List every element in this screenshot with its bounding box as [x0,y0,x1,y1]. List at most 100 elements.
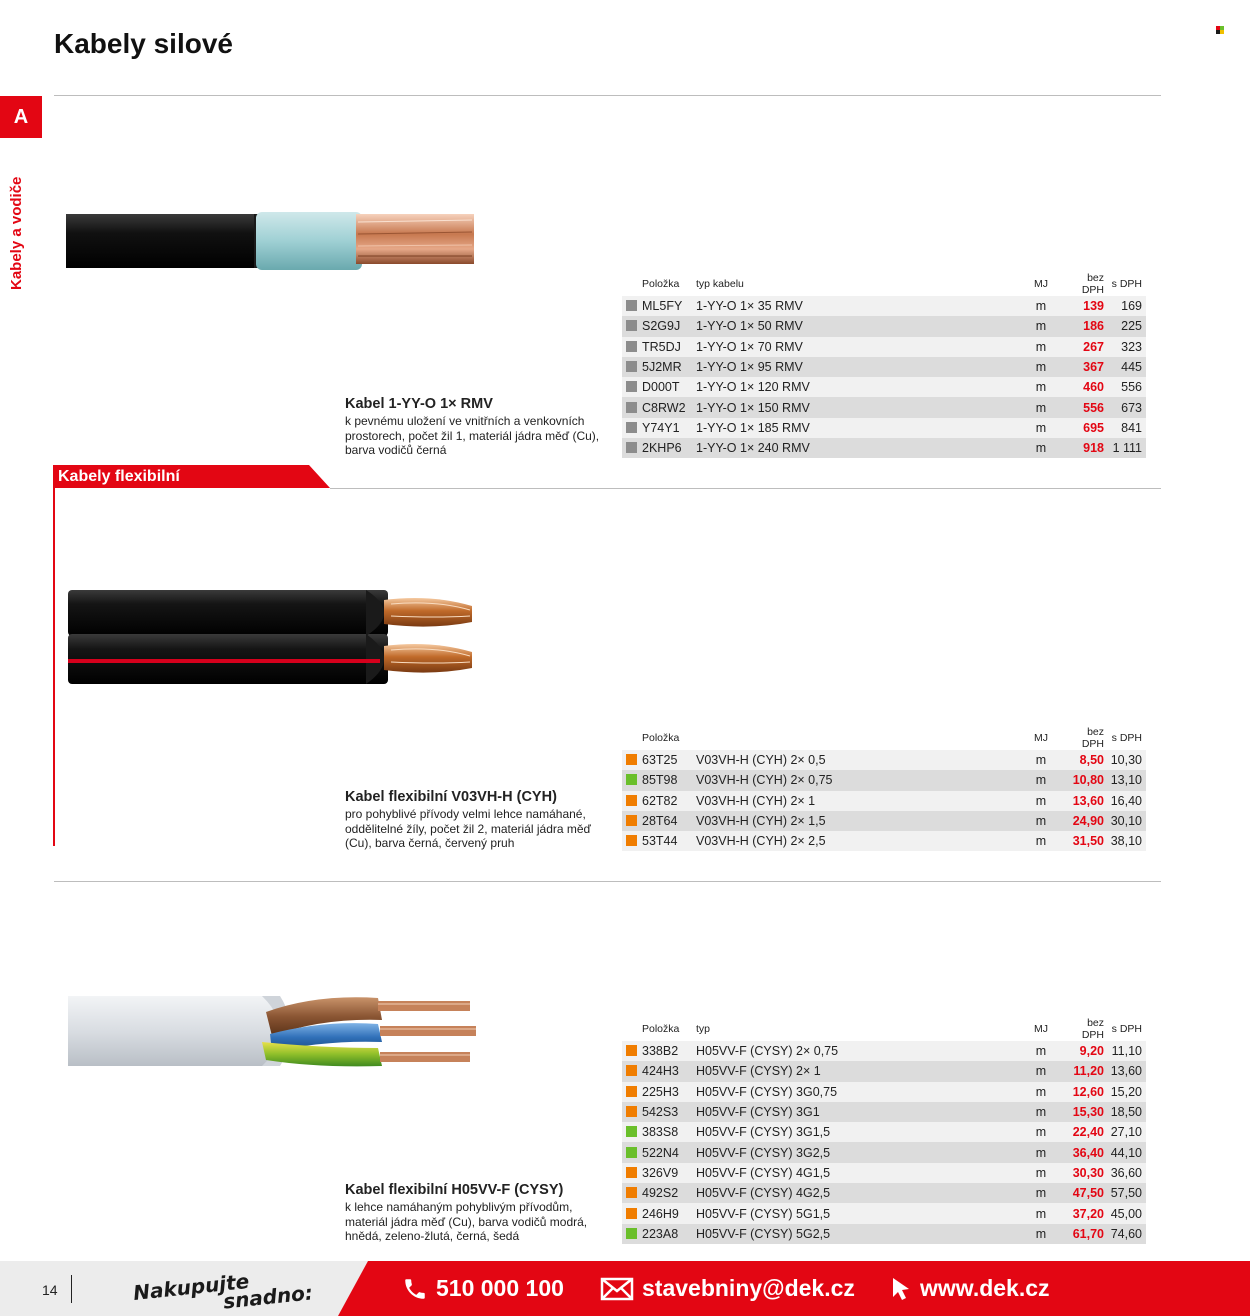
item-code: Y74Y1 [642,417,696,439]
cable-type: H05VV-F (CYSY) 3G1,5 [696,1122,1016,1143]
availability-swatch-icon [626,381,637,393]
item-code: 2KHP6 [642,438,696,459]
swatch-cell [622,356,642,378]
price-table-1yyo: Položka typ kabelu MJ bez DPH s DPH ML5F… [622,272,1146,459]
price-with-vat: 11,10 [1108,1041,1146,1062]
availability-swatch-icon [626,340,637,352]
unit: m [1016,1203,1066,1224]
item-code: 522N4 [642,1142,696,1163]
price-without-vat: 186 [1066,316,1108,337]
item-code: 225H3 [642,1081,696,1102]
col-header-s: s DPH [1111,1023,1142,1035]
col-header-bez: bez DPH [1081,1017,1104,1041]
price-without-vat: 61,70 [1066,1223,1108,1244]
cable-type: H05VV-F (CYSY) 3G0,75 [696,1081,1016,1102]
price-with-vat: 44,10 [1108,1142,1146,1163]
swatch-cell [622,790,642,811]
price-without-vat: 267 [1066,336,1108,357]
price-with-vat: 30,10 [1108,810,1146,832]
cable-type: 1-YY-O 1× 185 RMV [696,417,1016,439]
price-without-vat: 30,30 [1066,1162,1108,1184]
price-with-vat: 18,50 [1108,1101,1146,1123]
cable-cysy-image [68,996,476,1067]
swatch-cell [622,1041,642,1062]
swatch-cell [622,750,642,771]
availability-swatch-icon [626,835,637,847]
swatch-cell [622,316,642,337]
product-1yyo: Kabel 1-YY-O 1× RMV k pevnému uložení ve… [345,396,607,458]
item-code: 542S3 [642,1101,696,1123]
brand-logo-icon [1216,26,1225,34]
item-code: 223A8 [642,1223,696,1244]
cable-1yyo-image [66,212,474,270]
unit: m [1016,831,1066,852]
col-header-mj: MJ [1034,278,1048,290]
page-title: Kabely silové [54,28,233,59]
item-code: D000T [642,377,696,398]
item-code: 5J2MR [642,356,696,378]
availability-swatch-icon [626,361,637,373]
item-code: 85T98 [642,770,696,791]
footer: 14 Nakupujte snadno: 510 000 100 stavebn… [0,1261,1250,1316]
availability-swatch-icon [626,1126,637,1138]
email-link[interactable]: stavebniny@dek.cz [600,1275,855,1302]
section-accent-line [53,488,55,846]
swatch-cell [622,1101,642,1123]
swatch-cell [622,1183,642,1204]
product-name: Kabel flexibilní H05VV-F (CYSY) [345,1182,564,1198]
swatch-cell [622,377,642,398]
swatch-cell [622,1162,642,1184]
price-without-vat: 13,60 [1066,790,1108,811]
price-with-vat: 36,60 [1108,1162,1146,1184]
swatch-cell [622,336,642,357]
unit: m [1016,770,1066,791]
unit: m [1016,810,1066,832]
availability-swatch-icon [626,794,637,806]
web-link[interactable]: www.dek.cz [890,1275,1050,1302]
cable-type: 1-YY-O 1× 120 RMV [696,377,1016,398]
product-name: Kabel flexibilní V03VH-H (CYH) [345,789,557,805]
price-with-vat: 841 [1108,417,1146,439]
availability-swatch-icon [626,1065,637,1077]
col-header-type: typ kabelu [696,278,744,290]
unit: m [1016,1162,1066,1184]
price-without-vat: 11,20 [1066,1061,1108,1082]
cable-type: V03VH-H (CYH) 2× 1 [696,790,1016,811]
cable-type: H05VV-F (CYSY) 3G2,5 [696,1142,1016,1163]
product-description: pro pohyblivé přívody velmi lehce namáha… [345,807,591,850]
availability-swatch-icon [626,1146,637,1158]
swatch-cell [622,417,642,439]
product-cysy: Kabel flexibilní H05VV-F (CYSY) k lehce … [345,1182,607,1244]
cable-type: H05VV-F (CYSY) 4G1,5 [696,1162,1016,1184]
item-code: 338B2 [642,1041,696,1062]
section-divider [54,95,1161,96]
unit: m [1016,1101,1066,1123]
swatch-cell [622,296,642,317]
price-without-vat: 695 [1066,417,1108,439]
price-with-vat: 556 [1108,377,1146,398]
swatch-cell [622,810,642,832]
swatch-cell [622,1122,642,1143]
price-with-vat: 57,50 [1108,1183,1146,1204]
phone-link[interactable]: 510 000 100 [402,1275,564,1302]
product-cyh: Kabel flexibilní V03VH-H (CYH) pro pohyb… [345,789,607,851]
availability-swatch-icon [626,1106,637,1118]
chapter-tab[interactable]: A [0,96,42,138]
unit: m [1016,438,1066,459]
swatch-cell [622,1203,642,1224]
price-with-vat: 38,10 [1108,831,1146,852]
availability-swatch-icon [626,1166,637,1178]
